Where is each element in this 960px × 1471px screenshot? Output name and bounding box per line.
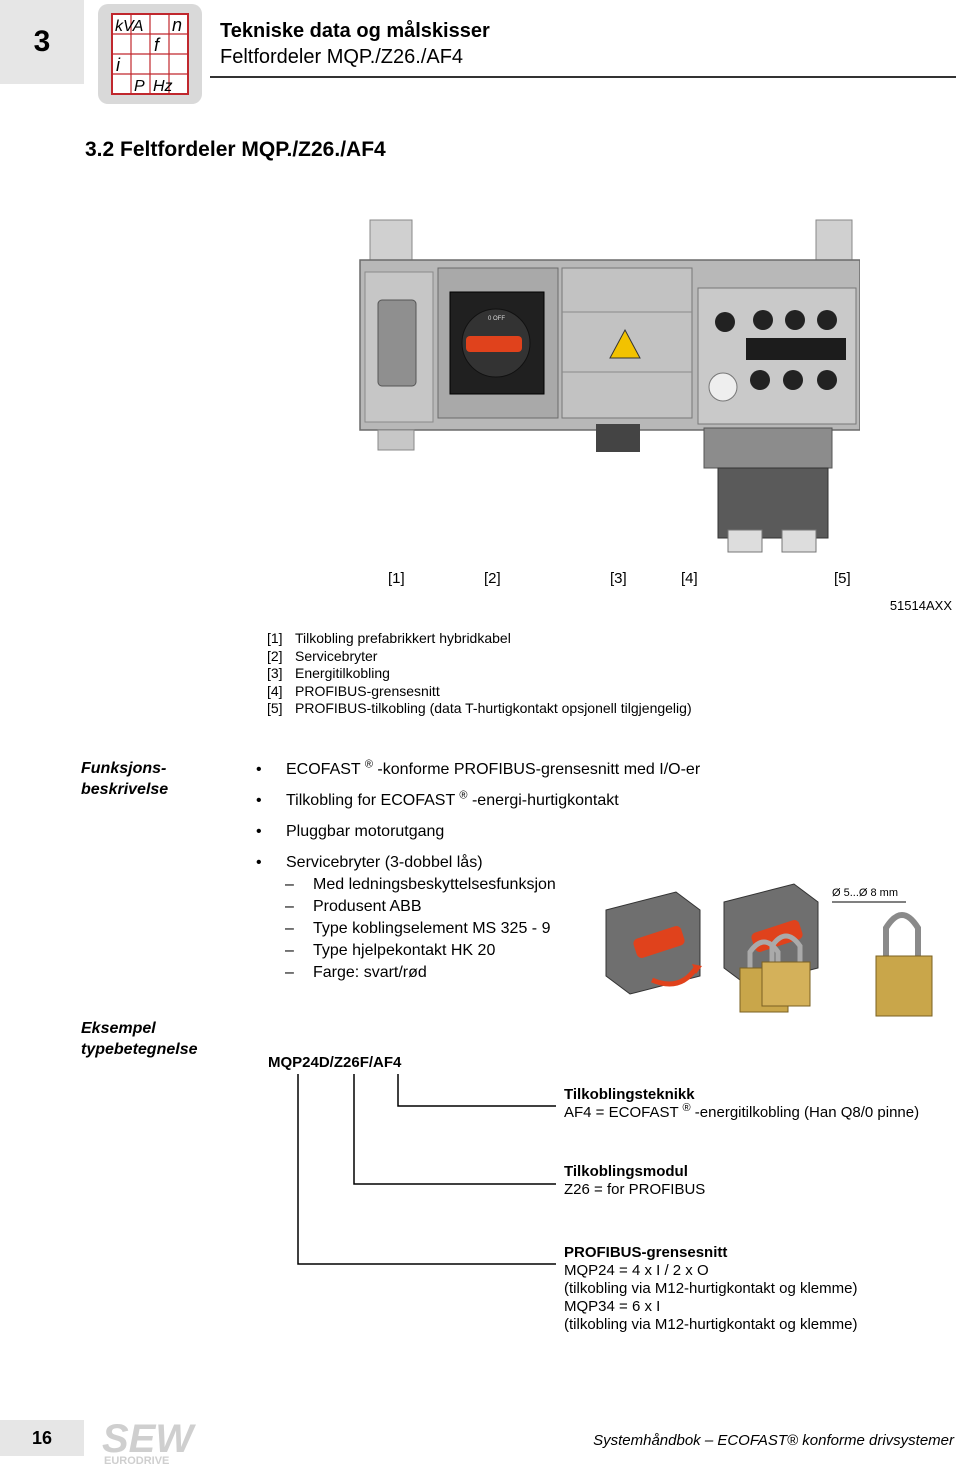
callout-5: [5] [834,570,851,587]
svg-text:f: f [154,35,161,55]
footer-text: Systemhåndbok – ECOFAST® konforme drivsy… [593,1432,954,1449]
svg-text:i: i [116,55,121,75]
switch-specs: Med ledningsbeskyttelsesfunksjon Produse… [285,874,556,984]
function-heading: Funksjons- beskrivelse [81,760,169,798]
legend-item: [4]PROFIBUS-grensesnitt [267,682,440,699]
bullet-item: ECOFAST ® -konforme PROFIBUS-grensesnitt… [256,754,700,785]
legend-item: [2]Servicebryter [267,647,378,664]
spec-item: Type koblingselement MS 325 - 9 [285,918,556,940]
svg-text:kVA: kVA [115,18,143,35]
callout-1: [1] [388,570,405,587]
function-bullets: ECOFAST ® -konforme PROFIBUS-grensesnitt… [256,754,700,878]
block-profibus-interface: PROFIBUS-grensesnitt MQP24 = 4 x I / 2 x… [564,1244,858,1333]
svg-text:Hz: Hz [153,78,173,95]
spec-item: Farge: svart/rød [285,962,556,984]
figure-reference-code: 51514AXX [889,598,952,613]
page-number: 16 [0,1420,84,1456]
legend-item: [1]Tilkobling prefabrikkert hybridkabel [267,630,511,646]
bullet-item: Tilkobling for ECOFAST ® -energi-hurtigk… [256,785,700,816]
units-logo: kVA n f i P Hz [98,4,202,104]
figure-legend: [1]Tilkobling prefabrikkert hybridkabel … [267,630,692,718]
callout-3: [3] [610,570,627,587]
legend-item: [5]PROFIBUS-tilkobling (data T-hurtigkon… [267,700,692,716]
spec-item: Type hjelpekontakt HK 20 [285,940,556,962]
sew-logo-top: SEW [102,1417,196,1461]
bullet-item: Pluggbar motorutgang [256,816,700,847]
svg-text:P: P [134,78,145,95]
block-connection-tech: Tilkoblingsteknikk AF4 = ECOFAST ® -ener… [564,1086,920,1121]
legend-item: [3]Energitilkobling [267,665,390,681]
switch-off-label: 0 OFF [488,316,505,322]
header-subtitle: Feltfordeler MQP./Z26./AF4 [220,46,464,68]
section-title: 3.2 Feltfordeler MQP./Z26./AF4 [85,138,386,161]
field-distributor-photo: 0 OFF [300,212,861,562]
callout-4: [4] [681,570,698,587]
spec-item: Med ledningsbeskyttelsesfunksjon [285,874,556,896]
sew-logo: SEW EURODRIVE [100,1416,210,1467]
svg-text:n: n [172,15,182,35]
chapter-number: 3 [0,0,84,84]
sew-logo-bottom: EURODRIVE [104,1455,169,1466]
header-rule [210,76,956,78]
type-code: MQP24D/Z26F/AF4 [268,1054,402,1071]
bullet-item: Servicebryter (3-dobbel lås) [256,847,700,878]
example-heading: Eksempel typebetegnelse [81,1020,198,1058]
spec-item: Produsent ABB [285,896,556,918]
callout-2: [2] [484,570,501,587]
block-connection-module: Tilkoblingsmodul Z26 = for PROFIBUS [564,1163,706,1198]
service-switch-illustration: Ø 5...Ø 8 mm [600,880,952,1020]
header-title: Tekniske data og målskisser [220,20,490,42]
lock-dimension-label: Ø 5...Ø 8 mm [832,887,898,899]
